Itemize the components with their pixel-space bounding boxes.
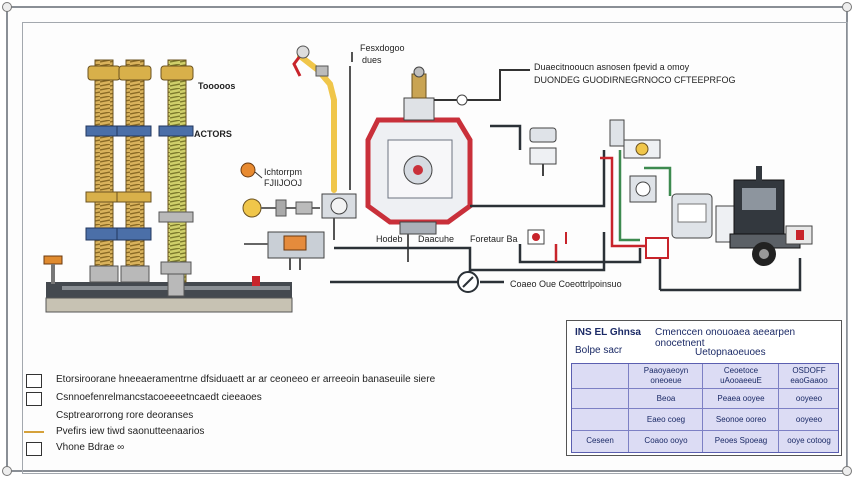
manifold-block-icon [645, 237, 669, 259]
table-subcaption: Uetopnaoeuoes [695, 347, 766, 358]
table-cell: Beoa [656, 394, 676, 403]
transfer-lines-dark [330, 124, 802, 292]
corner-bolt-top-right [842, 2, 852, 12]
corner-bolt-bottom-left [2, 466, 12, 476]
pump-skid [244, 231, 325, 270]
control-valve-red-icon [527, 229, 567, 245]
table-grid: Paaoyaeoyn Ceoetoce OSDOFF oneoeue uAooa… [571, 363, 839, 453]
table-cell: Peaea ooyee [717, 394, 765, 403]
vessel-overhead-line [434, 69, 530, 106]
pressure-gauge-icon [240, 162, 263, 179]
drawing-frame [22, 22, 848, 474]
label-overhead-line1: Fesxdogoo [360, 43, 405, 53]
feed-line-yellow [292, 45, 337, 193]
inlet-valve-icon [43, 255, 63, 284]
table-header-cell: Paaoyaeoyn [643, 366, 689, 375]
table-subtitle: Bolpe sacr [575, 345, 623, 356]
separator-tower [609, 119, 661, 203]
table-header-cell: OSDOFF [792, 366, 826, 375]
legend-text: Pvefirs iew tiwd saonutteenaarios [56, 426, 205, 437]
table-cell: ooye cotoog [787, 436, 831, 445]
table-cell: Eaeo coeg [646, 415, 686, 424]
legend-box-icon [26, 392, 42, 406]
table-cell: Coaoo ooyo [644, 436, 688, 445]
column-2 [116, 59, 152, 283]
table-cell: ooyeeo [795, 415, 823, 424]
label-vessel-foot-right: Foretaur Ba [470, 234, 518, 244]
table-cell: ooyeeo [795, 394, 823, 403]
table-header-cell: uAooaeeuE [720, 376, 762, 385]
utility-line-green [618, 150, 672, 242]
reactor-vessel [365, 66, 473, 262]
utility-line-red [554, 156, 648, 262]
table-cell: Seonoe ooreo [715, 415, 767, 424]
legend-box-icon [26, 442, 42, 456]
label-pump-outlet: Coaeo Oue Coeottrlpoinsuo [510, 279, 622, 289]
label-column-top: Tooooos [198, 81, 236, 91]
legend-box-icon [26, 374, 42, 388]
table-header-cell: oneoeue [650, 376, 682, 385]
legend-text: Csnnoefenrelmancstacoeeeetncaedt cieeaoe… [56, 392, 262, 403]
temperature-gauge-icon [242, 198, 320, 218]
column-overhead-line [349, 52, 353, 190]
column-3 [158, 59, 194, 297]
central-valve-cluster [321, 193, 357, 240]
corner-bolt-top-left [2, 2, 12, 12]
column-1 [85, 59, 121, 283]
label-column-mid: ACTORS [194, 129, 232, 139]
circulation-pump-icon [457, 271, 479, 293]
table-cell: Ceseen [586, 436, 614, 445]
legend-text: Etorsiroorane hneeaeramentrne dfsiduaett… [56, 374, 436, 385]
table-title: INS EL Ghnsa [575, 327, 641, 338]
corner-bolt-bottom-right [842, 466, 852, 476]
label-gauge-line2: FJIIJOOJ [264, 178, 302, 188]
title-block-table: INS EL Ghnsa Cmenccen onouoaea aeearpen … [566, 320, 842, 456]
label-vessel-note-line1: Duaecitnooucn asnosen fpevid a omoy [534, 62, 690, 72]
table-header-cell: Ceoetoce [723, 366, 759, 375]
table-header-cell: eaoGaaoo [790, 376, 828, 385]
legend: Etorsiroorane hneeaeramentrne dfsiduaett… [24, 366, 506, 456]
legend-text: Vhone Bdrae ∞ [56, 442, 125, 453]
table-cell: Peoes Spoeag [714, 436, 768, 445]
analyzer-instrument [529, 127, 557, 176]
table-caption: Cmenccen onouoaea aeearpen onocetnent [655, 327, 796, 349]
tanker-truck-icon [729, 166, 813, 266]
legend-text: Csptrearorrong rore deoranses [56, 410, 194, 421]
label-vessel-foot-mid: Daacuhe [418, 234, 455, 244]
label-vessel-note-line2: DUONDEG GUODIRNEGRNOCO CFTEEPRFOG [534, 75, 736, 85]
label-overhead-line2: dues [362, 55, 382, 65]
label-gauge-line1: Ichtorrpm [264, 167, 303, 177]
storage-tank [671, 193, 739, 243]
legend-line-icon [24, 431, 44, 433]
label-vessel-foot-left: Hodeb [376, 234, 403, 244]
base-valve-red-icon [252, 276, 260, 286]
